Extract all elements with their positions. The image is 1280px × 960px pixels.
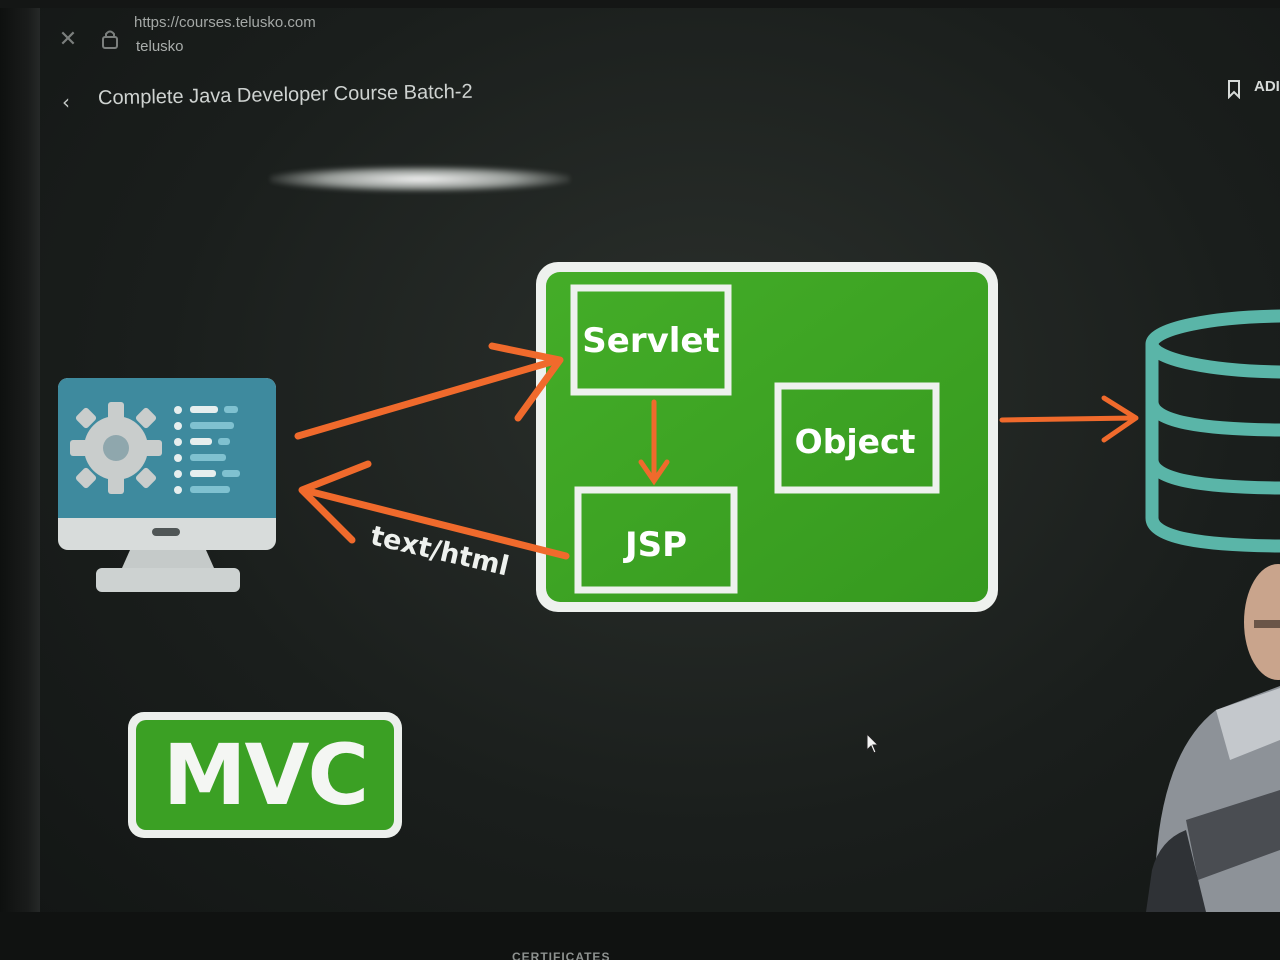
object-box: Object [774, 382, 940, 494]
response-content-type-label: text/html [368, 521, 512, 583]
back-icon[interactable]: ‹ [62, 90, 70, 114]
monitor-bezel-left [0, 0, 40, 960]
jsp-box: JSP [574, 486, 738, 594]
mvc-label: MVC [162, 726, 369, 824]
response-arrow [298, 460, 570, 560]
lock-icon [102, 30, 118, 49]
bookmark-icon[interactable] [1226, 79, 1242, 99]
web-container-box [536, 262, 998, 612]
bottom-strip [0, 912, 1280, 960]
presenter-video [1146, 564, 1280, 912]
url-text[interactable]: https://courses.telusko.com [134, 14, 316, 31]
database-arrow [999, 395, 1139, 443]
add-button[interactable]: ADI [1254, 78, 1280, 95]
monitor-bezel-top [0, 0, 1280, 8]
object-label: Object [795, 422, 916, 461]
servlet-box: Servlet [570, 284, 732, 396]
database-icon [1145, 309, 1280, 553]
screen-glare [270, 166, 570, 192]
jsp-label: JSP [623, 525, 687, 565]
request-arrow [294, 342, 564, 440]
cursor-icon [866, 733, 880, 754]
close-icon[interactable]: ✕ [58, 27, 78, 52]
site-name: telusko [136, 38, 184, 55]
servlet-label: Servlet [582, 321, 719, 361]
monitor-icon [58, 378, 276, 592]
mvc-badge-inner: MVC [136, 720, 394, 830]
gear-icon [70, 402, 162, 494]
servlet-to-jsp-arrow [638, 399, 670, 486]
certificates-tab-label[interactable]: CERTIFICATES [512, 950, 611, 960]
mvc-badge: MVC [128, 712, 402, 838]
